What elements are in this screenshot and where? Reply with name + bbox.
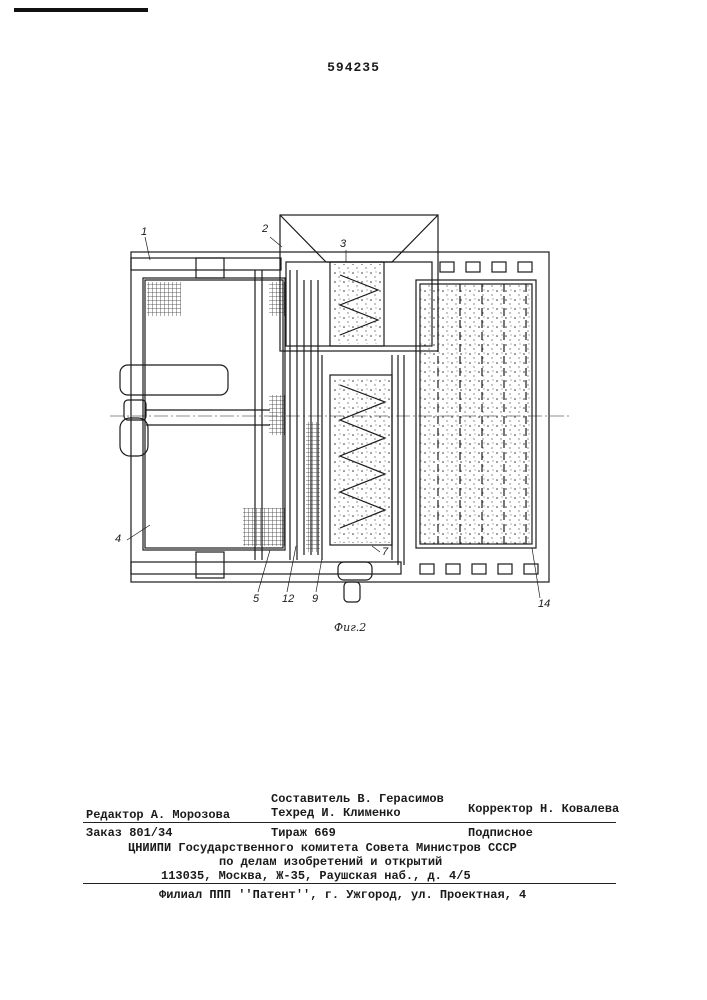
technical-drawing — [0, 0, 707, 640]
concrete-fill — [420, 284, 532, 544]
divider-1 — [83, 822, 616, 823]
branch-address: Филиал ППП ''Патент'', г. Ужгород, ул. П… — [159, 888, 526, 902]
mesh-top-left — [147, 282, 181, 316]
label-14: 14 — [538, 598, 550, 610]
compiler: Составитель В. Герасимов — [271, 792, 444, 806]
label-5: 5 — [253, 593, 259, 605]
editor: Редактор А. Морозова — [86, 808, 230, 822]
label-7: 7 — [382, 546, 388, 558]
org-line-1: ЦНИИПИ Государственного комитета Совета … — [128, 841, 517, 855]
clamp-top — [196, 258, 224, 278]
figure-caption: Фиг.2 — [334, 621, 366, 634]
bottom-clamp-row — [420, 564, 538, 574]
mesh-bottom-left — [243, 508, 285, 546]
top-rail-left — [131, 258, 281, 270]
label-2: 2 — [262, 223, 268, 235]
org-line-2: по делам изобретений и открытий — [219, 855, 442, 869]
order-number: Заказ 801/34 — [86, 826, 172, 840]
motor — [120, 418, 148, 456]
label-3: 3 — [340, 238, 346, 250]
label-1: 1 — [141, 226, 147, 238]
print-run: Тираж 669 — [271, 826, 336, 840]
divider-2 — [83, 883, 616, 884]
label-12: 12 — [282, 593, 294, 605]
label-4: 4 — [115, 533, 121, 545]
org-line-3: 113035, Москва, Ж-35, Раушская наб., д. … — [161, 869, 471, 883]
techred: Техред И. Клименко — [271, 806, 401, 820]
top-clamp-row — [440, 262, 532, 272]
label-9: 9 — [312, 593, 318, 605]
drive-housing — [120, 365, 228, 395]
corrector: Корректор Н. Ковалева — [468, 802, 619, 816]
subscription: Подписное — [468, 826, 533, 840]
